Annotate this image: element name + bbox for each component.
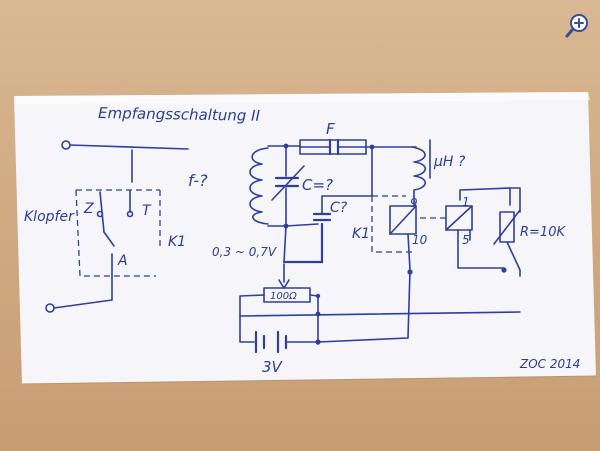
power-section: 100Ω 3V (239, 263, 521, 376)
relay-coil (389, 205, 417, 235)
signature: ZOC 2014 (519, 357, 580, 371)
zoom-in-icon[interactable] (563, 12, 591, 40)
label-relay-5: 5 (462, 233, 470, 247)
label-battery: 3V (262, 358, 284, 376)
relay-right-coil (445, 205, 473, 231)
label-t: T (142, 203, 152, 219)
label-resistor: R=10K (520, 225, 566, 240)
label-c-variable: C=? (302, 176, 333, 194)
label-k1-left: K1 (168, 234, 186, 250)
paper-sheet (14, 92, 597, 385)
label-a: A (117, 253, 128, 269)
label-pot: 100Ω (270, 291, 297, 302)
label-relay-9: 9 (410, 196, 418, 210)
relay-right: 1 5 R=10K (445, 187, 566, 277)
label-f-question: f-? (188, 171, 208, 190)
tank-circuit: f-? C=? F µH ? C? 0,3 ~ 0,7V (188, 120, 466, 264)
label-f-coherer: F (326, 120, 335, 138)
label-uh: µH ? (433, 154, 466, 170)
label-relay-10: 10 (412, 233, 428, 247)
label-z: Z (83, 201, 94, 217)
diagram-title: Empfangsschaltung II (98, 104, 261, 125)
label-voltage: 0,3 ~ 0,7V (212, 245, 277, 259)
label-relay-1: 1 (462, 195, 470, 209)
relay-k1: 9 10 K1 (352, 195, 428, 271)
label-k1-mid: K1 (352, 226, 370, 242)
label-klopfer: Klopfer (24, 209, 75, 225)
klopfer-section: Klopfer Z T A K1 (24, 140, 189, 313)
label-c-question: C? (330, 200, 348, 216)
